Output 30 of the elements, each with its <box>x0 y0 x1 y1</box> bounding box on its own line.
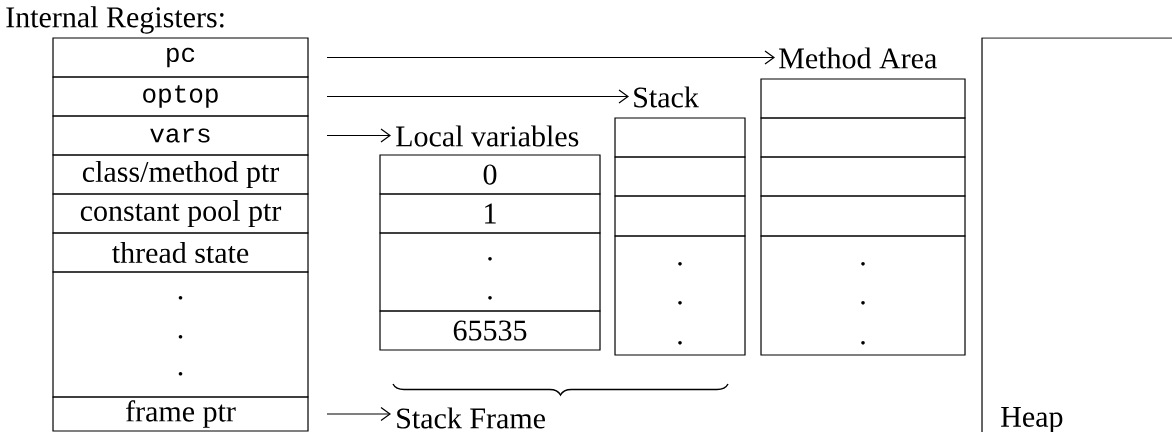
table-cell: constant pool ptr <box>52 193 309 234</box>
table-cell <box>760 117 966 158</box>
table-cell: thread state <box>52 232 309 273</box>
table-cell: frame ptr <box>52 396 309 432</box>
table-cell <box>760 78 966 119</box>
table-cell <box>614 156 746 197</box>
heading: Internal Registers: <box>6 6 224 34</box>
arrow <box>326 89 629 104</box>
column-heading: Stack Frame <box>397 407 545 429</box>
table-cell: 0 <box>379 154 601 195</box>
table-cell: 1 <box>379 193 601 234</box>
table-cell: pc <box>52 37 309 78</box>
table-cell <box>614 117 746 158</box>
column-heading: Method Area <box>779 47 937 69</box>
table-cell: vars <box>52 115 309 156</box>
table-cell: . . <box>379 232 601 312</box>
table-cell: . . . <box>760 235 966 356</box>
arrow <box>326 50 775 65</box>
arrow <box>326 406 391 422</box>
table-cell: 65535 <box>379 310 601 351</box>
table-cell: class/method ptr <box>52 154 309 195</box>
column-heading: Stack <box>634 86 699 108</box>
table-cell <box>614 195 746 237</box>
table-cell <box>760 156 966 197</box>
arrow <box>326 128 391 143</box>
table-cell: . . . <box>614 235 746 356</box>
table-cell: optop <box>52 76 309 117</box>
table-cell <box>760 195 966 237</box>
column-heading: Local variables <box>396 125 579 147</box>
table-cell: . . . <box>52 271 309 398</box>
